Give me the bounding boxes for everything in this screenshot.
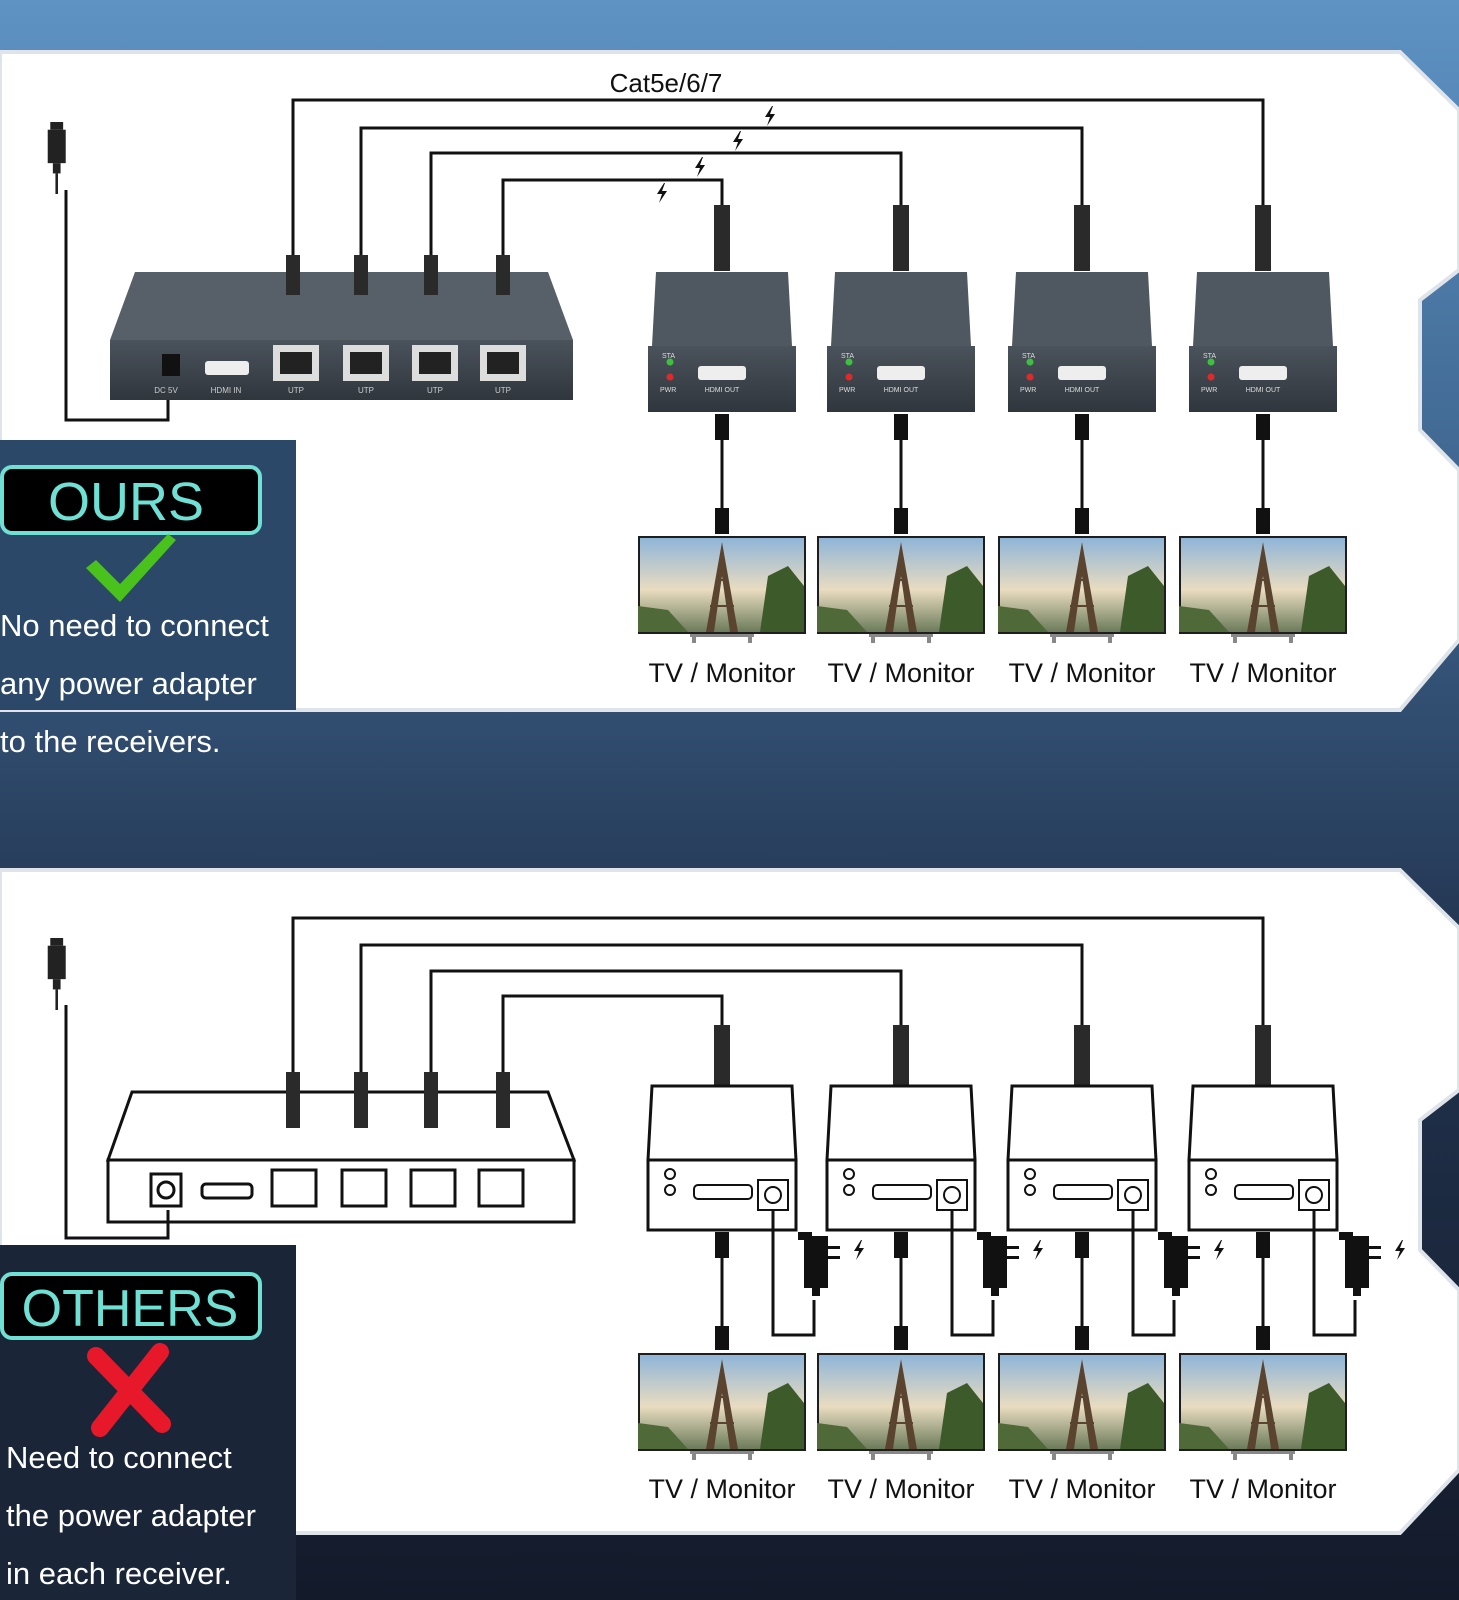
receiver-unit xyxy=(1187,1025,1405,1350)
external-power-adapter xyxy=(1131,1210,1224,1337)
monitor-label: TV / Monitor xyxy=(827,658,974,688)
receiver-unit: STA PWR HDMI OUT xyxy=(648,205,796,534)
monitor: TV / Monitor xyxy=(638,1353,806,1504)
hdmi-out-label: HDMI OUT xyxy=(1065,387,1100,394)
monitor-label: TV / Monitor xyxy=(1008,658,1155,688)
badge-others xyxy=(0,1272,262,1340)
power-led-label: PWR xyxy=(660,387,676,394)
port-label-hdmi-in: HDMI IN xyxy=(211,386,242,395)
top-caption-card: OURS No need to connect any power adapte… xyxy=(0,440,296,759)
external-power-adapter xyxy=(1312,1210,1405,1337)
hdmi-cable xyxy=(1256,414,1270,534)
port-label-dc: DC 5V xyxy=(154,386,178,395)
splitter-outline xyxy=(105,1090,577,1224)
cable-label: Cat5e/6/7 xyxy=(610,68,723,98)
port-label-utp: UTP xyxy=(358,386,374,395)
receiver-unit xyxy=(646,1025,864,1350)
receiver-group: STA PWR HDMI OUT STA PWR HDMI OUT STA PWR HDMI O… xyxy=(648,205,1337,534)
eiffel-tower-icon xyxy=(998,1353,1166,1461)
hdmi-cable xyxy=(715,414,729,534)
receiver-group xyxy=(646,1025,1405,1350)
badge-others-text: OTHERS xyxy=(22,1280,239,1338)
power-led-label: PWR xyxy=(839,387,855,394)
port-label-utp: UTP xyxy=(427,386,443,395)
monitor: TV / Monitor xyxy=(817,536,985,688)
top-panel: Cat5e/6/7 DC 5V HDMI IN UTP UTP UTP UTP xyxy=(0,50,1459,712)
monitor-group: TV / Monitor TV / Monitor TV / Monitor TV /… xyxy=(638,1353,1347,1504)
hdmi-cable xyxy=(894,1232,908,1350)
bottom-cat-cables xyxy=(291,916,1265,1075)
eiffel-tower-icon xyxy=(998,536,1166,644)
monitor: TV / Monitor xyxy=(817,1353,985,1504)
eiffel-tower-icon xyxy=(638,1353,806,1461)
receiver-unit: STA PWR HDMI OUT xyxy=(1008,205,1156,534)
eiffel-tower-icon xyxy=(1179,536,1347,644)
external-power-adapter xyxy=(950,1210,1043,1337)
port-label-utp: UTP xyxy=(288,386,304,395)
monitor: TV / Monitor xyxy=(998,1353,1166,1504)
port-label-utp: UTP xyxy=(495,386,511,395)
badge-ours xyxy=(0,465,262,535)
receiver-unit: STA PWR HDMI OUT xyxy=(1189,205,1337,534)
external-power-adapter xyxy=(771,1210,864,1337)
hdmi-cable xyxy=(715,1232,729,1350)
sender-rj45-plugs xyxy=(286,1072,510,1128)
receiver-unit xyxy=(825,1025,1043,1350)
hdmi-cable xyxy=(1075,1232,1089,1350)
status-led-label: STA xyxy=(1203,353,1216,360)
caption-line: in each receiver. xyxy=(6,1556,232,1591)
monitor-label: TV / Monitor xyxy=(648,1474,795,1504)
caption-line: No need to connect xyxy=(0,608,269,643)
top-cat-cables xyxy=(291,98,1265,260)
receiver-unit xyxy=(1006,1025,1224,1350)
monitor-label: TV / Monitor xyxy=(827,1474,974,1504)
power-cord xyxy=(64,1005,170,1240)
hdmi-cable xyxy=(1256,1232,1270,1350)
hdmi-cable xyxy=(894,414,908,534)
monitor: TV / Monitor xyxy=(1179,1353,1347,1504)
hdmi-out-label: HDMI OUT xyxy=(705,387,740,394)
bottom-panel: TV / Monitor TV / Monitor TV / Monitor TV /… xyxy=(0,868,1459,1535)
caption-line: any power adapter xyxy=(0,666,257,701)
status-led-label: STA xyxy=(841,353,854,360)
monitor-label: TV / Monitor xyxy=(1189,1474,1336,1504)
monitor-group: TV / Monitor TV / Monitor TV / Monitor TV /… xyxy=(638,536,1347,688)
caption-line: the power adapter xyxy=(6,1498,256,1533)
bottom-caption-card: OTHERS Need to connect the power adapter… xyxy=(0,1245,296,1600)
cross-mark-icon xyxy=(87,1343,171,1437)
sender-rj45-plugs xyxy=(286,255,510,295)
eiffel-tower-icon xyxy=(817,536,985,644)
monitor-label: TV / Monitor xyxy=(1189,658,1336,688)
power-cord xyxy=(64,190,170,422)
check-mark-icon xyxy=(86,534,176,602)
monitor: TV / Monitor xyxy=(638,536,806,688)
caption-line: Need to connect xyxy=(6,1440,232,1475)
caption-line: to the receivers. xyxy=(0,724,221,759)
monitor-label: TV / Monitor xyxy=(1008,1474,1155,1504)
power-led-label: PWR xyxy=(1020,387,1036,394)
status-led-label: STA xyxy=(662,353,675,360)
eiffel-tower-icon xyxy=(1179,1353,1347,1461)
monitor-label: TV / Monitor xyxy=(648,658,795,688)
receiver-unit: STA PWR HDMI OUT xyxy=(827,205,975,534)
hdmi-cable xyxy=(1075,414,1089,534)
monitor: TV / Monitor xyxy=(1179,536,1347,688)
power-led-label: PWR xyxy=(1201,387,1217,394)
badge-ours-text: OURS xyxy=(48,472,204,532)
eiffel-tower-icon xyxy=(638,536,806,644)
monitor: TV / Monitor xyxy=(998,536,1166,688)
splitter-device: DC 5V HDMI IN UTP UTP UTP UTP xyxy=(110,272,573,400)
hdmi-out-label: HDMI OUT xyxy=(884,387,919,394)
status-led-label: STA xyxy=(1022,353,1035,360)
hdmi-out-label: HDMI OUT xyxy=(1246,387,1281,394)
eiffel-tower-icon xyxy=(817,1353,985,1461)
